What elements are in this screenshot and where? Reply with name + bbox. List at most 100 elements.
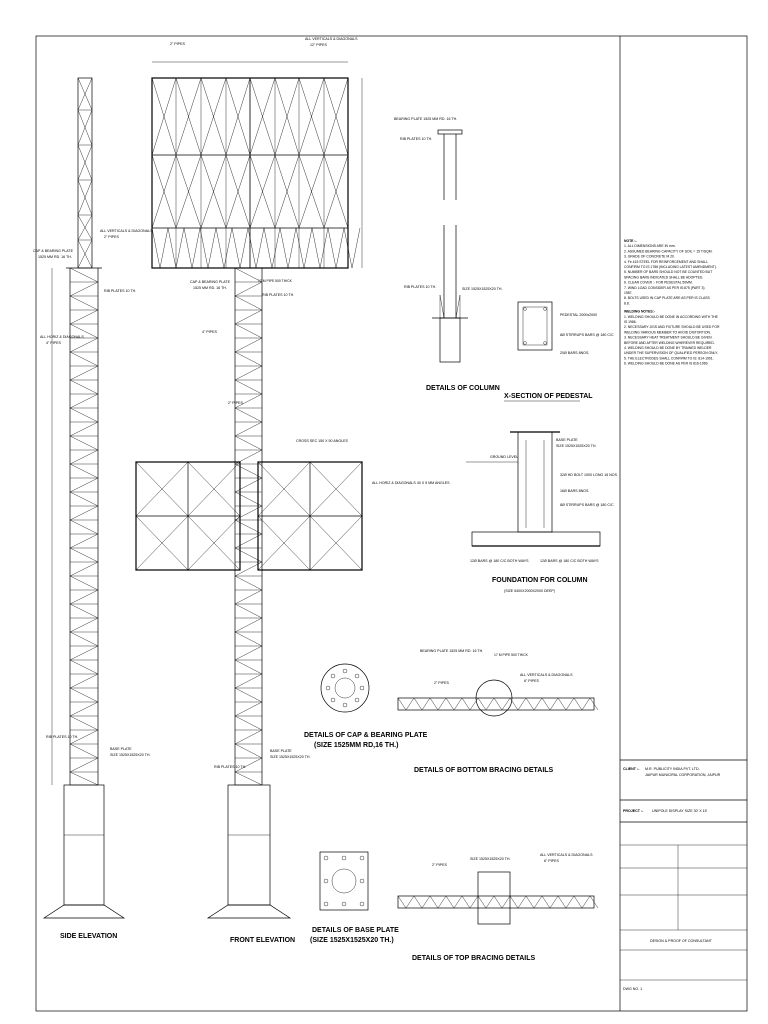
label-base-plate-fdn: BASE PLATE [556, 438, 578, 442]
label-base-plate-top-brace: SIZE 1525X1525X20 TH. [470, 857, 511, 861]
lattice-brace [234, 673, 263, 689]
sheet-number: DWG NO. 1 [623, 987, 642, 991]
note-item: 6. CLEAR COVER :- FOR PEDESTAL 50MM. [624, 281, 693, 285]
lattice-brace [69, 631, 99, 647]
design-note: DESIGN & PROOF OF CONSULTANT [650, 939, 713, 943]
lattice-brace [234, 295, 263, 311]
frame-brace [200, 77, 227, 156]
lattice-brace [234, 365, 263, 381]
welding-note-item: 6. WELDING SHOULD BE DONE AS PER IS 816-… [624, 362, 708, 366]
side-elevation: SIDE ELEVATION CAP & BEARING PLATE 1525 … [33, 77, 153, 940]
frame-brace [151, 77, 177, 156]
label-2-pipes-top-brace: 2" PIPES [432, 863, 447, 867]
note-item: 2. ASSUMED BEARING CAPACITY OF SOIL = 15… [624, 249, 713, 253]
lattice-brace [234, 701, 263, 717]
column-detail-title: DETAILS OF COLUMN [426, 385, 500, 392]
frame-brace [287, 227, 297, 269]
lattice-brace [69, 477, 99, 493]
frame-brace [215, 227, 225, 269]
frame-brace [151, 227, 161, 269]
lattice-brace [69, 435, 99, 451]
frame-brace [239, 227, 249, 269]
label-base-plate-size-fdn: SIZE 1525X1525X20 TH. [556, 444, 597, 448]
bracing-member [517, 697, 527, 711]
frame-brace [249, 154, 276, 229]
lattice-brace [69, 617, 99, 633]
welding-note-item: 2. NECESSARY JIGS AND FIXTURE SHOULD BE … [624, 325, 720, 329]
label-verticals-top: ALL VERTICALS & DIAGONALS [305, 37, 358, 41]
welding-note-item: UNDER THE SUPERVISION OF QUALIFIED PERSO… [624, 351, 718, 355]
lattice-brace [234, 379, 263, 395]
label-12-pipes: 12" PIPES [310, 43, 327, 47]
note-item: 8. BOLTS USED IN CAP PLATE ARE AS PER IS… [624, 296, 710, 300]
top-bracing: 2" PIPES SIZE 1525X1525X20 TH. ALL VERTI… [397, 853, 599, 962]
label-frame: 17 M PIPE 500 THICK [258, 279, 293, 283]
frame-brace [343, 227, 353, 269]
label-bearing-bottom: BEARING PLATE 1525 MM RD. 16 TH. [420, 649, 483, 653]
bracing-member [517, 895, 527, 909]
bracing-member [557, 895, 567, 909]
label-base-plate-col: SIZE 1525X1525X20 TH. [462, 287, 503, 291]
lattice-brace [69, 379, 99, 395]
base-plate-size: (SIZE 1525X1525X20 TH.) [310, 937, 394, 944]
notes-heading: NOTE :- [624, 239, 637, 243]
frame-brace [274, 154, 300, 229]
cap-bearing-plate: DETAILS OF CAP & BEARING PLATE (SIZE 152… [304, 663, 428, 749]
lattice-brace [69, 281, 99, 297]
bolt-hole [330, 697, 336, 703]
lattice-brace [234, 729, 263, 745]
welding-note-item: 3. NECESSARY HEAT TREATMENT SHOULD BE GI… [624, 336, 712, 340]
client-name: M.R. PUBLICITY INDIA PVT. LTD. [645, 767, 700, 771]
bolt-hole [354, 697, 360, 703]
frame-brace [225, 77, 251, 156]
frame-brace [298, 77, 325, 156]
label-rib-side-2: RIB PLATES 10 TH. [46, 735, 78, 739]
bracing-member [565, 697, 575, 711]
bracing-member [421, 895, 431, 909]
bracing-member [493, 895, 503, 909]
lattice-brace [234, 337, 263, 353]
note-item: 4. Fe 415 STEEL FOR REINFORCEMENT AND SH… [624, 260, 708, 264]
bracing-member [469, 697, 479, 711]
lattice-brace [234, 267, 263, 283]
label-bars-20: 20Ø BARS 8NOS. [560, 351, 589, 355]
bracing-member [493, 697, 503, 711]
lattice-brace [234, 659, 263, 675]
lattice-brace [69, 463, 99, 479]
lattice-brace [234, 407, 263, 423]
lattice-brace [69, 267, 99, 283]
frame-brace [319, 227, 329, 269]
lattice-brace [234, 715, 263, 731]
bracing-member [589, 697, 599, 711]
label-cap-size-front: 1525 MM RD. 16 TH. [193, 286, 227, 290]
frame-brace [351, 227, 361, 269]
lattice-brace [69, 771, 99, 786]
lattice-brace [234, 281, 263, 297]
lattice-brace [69, 757, 99, 773]
front-elevation: FRONT ELEVATION ALL VERTICALS & DIAGONAL… [151, 37, 363, 944]
bolt-hole [330, 673, 336, 679]
bracing-member [437, 895, 447, 909]
label-verticals-bottom: ALL VERTICALS & DIAGONALS [520, 673, 573, 677]
bracing-member [405, 895, 415, 909]
lattice-brace [234, 435, 263, 451]
bracing-member [461, 697, 471, 711]
lattice-brace [69, 603, 99, 619]
lattice-brace [234, 771, 263, 786]
frame-brace [151, 154, 177, 229]
base-plate: DETAILS OF BASE PLATE (SIZE 1525X1525X20… [310, 851, 399, 944]
label-4-pipes-side: 4" PIPES [46, 341, 61, 345]
label-6-pipes-bottom: 6" PIPES [524, 679, 539, 683]
project-label: PROJECT :- [623, 809, 644, 813]
project-name: UNIPOLE DISPLAY SIZE 30' X 15' [652, 809, 708, 813]
bracing-member [541, 697, 551, 711]
label-horiz-diag-side: ALL HORIZ & DIAGONALS [40, 335, 84, 339]
lattice-brace [234, 393, 263, 409]
label-bearing-size: 1525 MM RD. 16 TH. [38, 255, 72, 259]
bracing-member [565, 895, 575, 909]
bracing-member [477, 697, 487, 711]
frame-brace [323, 77, 349, 156]
bracing-member [437, 697, 447, 711]
bracing-member [549, 895, 559, 909]
bracing-member [413, 697, 423, 711]
